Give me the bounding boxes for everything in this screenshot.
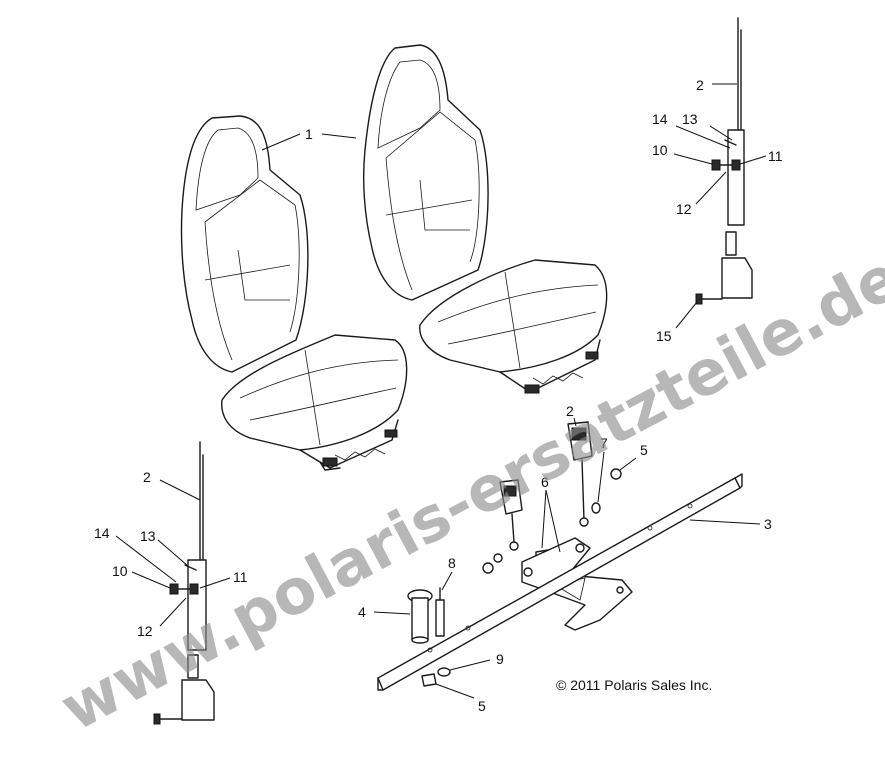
callout-screw: 6 [541,474,549,490]
callout-washer-bottom: 9 [496,651,504,667]
callout-sleeve-left: 12 [137,623,153,639]
callout-bar: 3 [764,516,772,532]
callout-retainer-left: 10 [112,563,128,579]
copyright-text: © 2011 Polaris Sales Inc. [556,677,712,693]
callout-retainer-upper: 10 [652,142,668,158]
callout-pin: 4 [358,604,366,620]
callout-belt-upper: 2 [696,77,704,93]
buckle-left [499,479,523,551]
callout-nut-bottom: 5 [478,698,486,714]
belt-assembly-upper [695,17,753,305]
callout-bushing-upper: 13 [682,111,698,127]
callout-belt-left: 2 [143,469,151,485]
callout-bolt: 15 [656,328,672,344]
callout-seat: 1 [305,126,313,142]
callout-nut-upper: 11 [768,148,783,164]
clip [435,587,445,637]
seat-right [362,44,608,394]
callout-bushing-left: 13 [140,528,156,544]
belt-assembly-left [153,441,215,725]
callout-belt-buckle: 2 [566,403,574,419]
callout-sleeve-upper: 12 [676,201,692,217]
callout-nut-top: 5 [640,442,648,458]
callouts: 1 2 14 13 10 11 12 15 2 14 13 10 11 12 2… [94,77,783,714]
callout-spacer-upper: 14 [652,111,668,127]
callout-washer: 7 [600,435,608,451]
callout-spacer-left: 14 [94,525,110,541]
leader-lines [115,83,767,699]
pin [407,589,433,644]
seat-left [180,115,408,471]
buckle-right [567,421,593,527]
cross-bar [377,473,743,691]
callout-clip: 8 [448,555,456,571]
callout-nut-left: 11 [233,569,248,585]
bottom-fasteners [421,667,451,687]
